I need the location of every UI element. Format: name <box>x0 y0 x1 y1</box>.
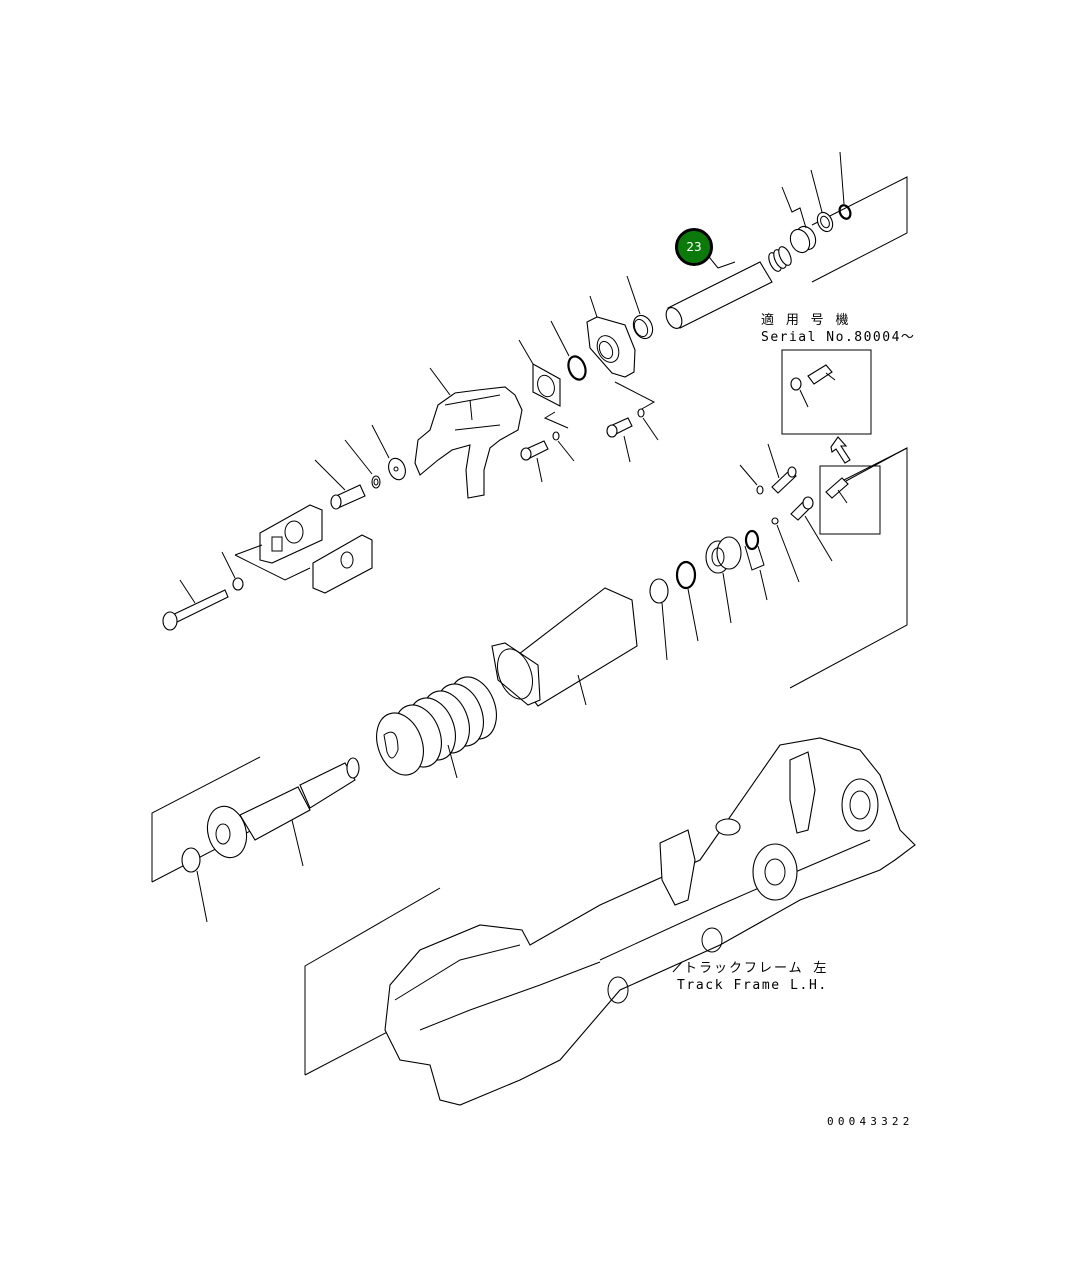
part-retainer-tab <box>744 529 768 601</box>
part-packing-set <box>781 186 817 254</box>
serial-note-jp: 適 用 号 機 <box>761 313 851 328</box>
part-bushing <box>705 536 742 624</box>
callout-23[interactable]: 23 <box>675 228 713 266</box>
part-bolt-head-a <box>606 408 659 463</box>
part-o-ring <box>550 320 587 381</box>
part-valve <box>771 496 833 583</box>
part-recoil-spring <box>376 676 497 779</box>
part-cylinder-head <box>586 295 656 411</box>
detail-box-old <box>819 436 908 535</box>
part-bolt-c <box>314 459 366 510</box>
part-grease-bolt <box>739 443 797 495</box>
part-rod-ring <box>181 847 208 923</box>
part-gasket <box>518 339 569 429</box>
part-track-frame <box>384 737 916 1106</box>
part-block-lower <box>234 534 373 594</box>
part-block-upper <box>259 504 323 564</box>
frame-label-en: Track Frame L.H. <box>677 978 828 993</box>
part-long-bolt <box>162 579 229 631</box>
part-wear-ring <box>649 578 669 661</box>
part-seal-ring-small <box>838 151 852 220</box>
part-bolt-head-b <box>520 431 575 483</box>
frame-label-jp: トラックフレーム 左 <box>684 961 829 976</box>
part-spacer-disc <box>371 424 406 481</box>
detail-box-new <box>781 349 872 435</box>
part-washer <box>344 439 381 489</box>
part-wiper-ring <box>810 169 834 233</box>
serial-note-en: Serial No.80004〜 <box>761 330 916 345</box>
group-outline-upper <box>789 176 908 689</box>
part-cylinder-tube <box>491 587 638 707</box>
drawing-number: 00043322 <box>827 1115 914 1128</box>
part-yoke <box>414 367 523 499</box>
part-piston-rod <box>665 246 792 329</box>
part-spring-rod <box>206 757 360 867</box>
part-guide-ring <box>626 275 654 340</box>
part-o-ring-2 <box>675 560 699 642</box>
part-washer-long-bolt <box>221 551 244 591</box>
